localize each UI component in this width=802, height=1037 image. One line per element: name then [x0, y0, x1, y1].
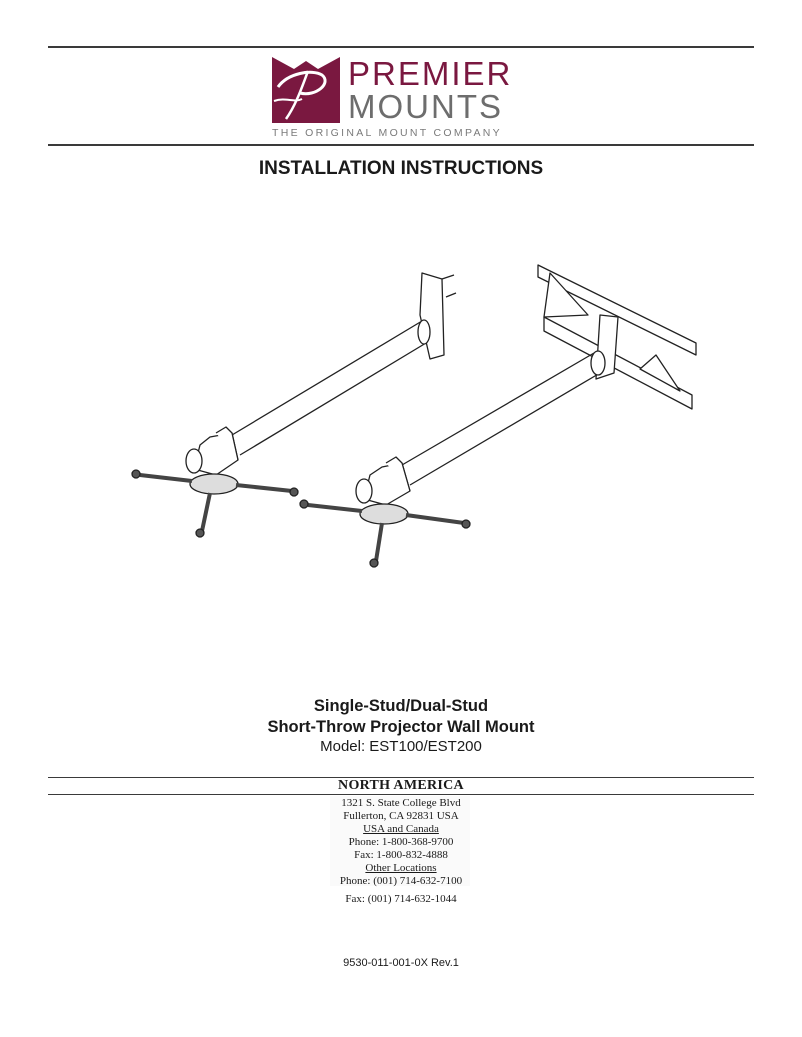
single-stud-mount	[131, 272, 457, 538]
other-fax: Fax: (001) 714-632-1044	[345, 893, 457, 905]
contact-top-rule	[48, 777, 754, 778]
dual-stud-mount	[299, 264, 697, 568]
contact-block-background	[330, 796, 470, 886]
usa-phone: Phone: 1-800-368-9700	[348, 836, 454, 848]
brand-tagline: THE ORIGINAL MOUNT COMPANY	[272, 127, 502, 139]
brand-name-mounts: MOUNTS	[348, 88, 503, 125]
product-illustration	[131, 264, 697, 568]
other-phone: Phone: (001) 714-632-7100	[339, 875, 463, 887]
brand-name-premier: PREMIER	[348, 55, 513, 92]
other-locations-text: Other Locations	[365, 862, 437, 874]
page-title: INSTALLATION INSTRUCTIONS	[258, 158, 544, 179]
product-name-line1: Single-Stud/Dual-Stud	[313, 697, 489, 715]
other-locations-label: Other Locations	[0, 862, 802, 875]
product-name-line2: Short-Throw Projector Wall Mount	[267, 718, 535, 736]
top-rule	[48, 46, 754, 48]
region-heading: NORTH AMERICA	[338, 778, 464, 793]
document-number: 9530-011-001-0X Rev.1	[343, 957, 459, 969]
contact-bottom-rule	[48, 794, 754, 795]
address-line1: 1321 S. State College Blvd	[341, 797, 461, 809]
usa-canada-text: USA and Canada	[363, 823, 439, 835]
usa-canada-label: USA and Canada	[0, 823, 802, 836]
model-number: Model: EST100/EST200	[320, 738, 482, 755]
address-line2: Fullerton, CA 92831 USA	[343, 810, 459, 822]
usa-fax: Fax: 1-800-832-4888	[354, 849, 448, 861]
premier-mounts-logo: PREMIER MOUNTS THE ORIGINAL MOUNT COMPAN…	[272, 55, 542, 143]
premier-p-monogram-icon	[272, 57, 340, 123]
header-bottom-rule	[48, 144, 754, 146]
